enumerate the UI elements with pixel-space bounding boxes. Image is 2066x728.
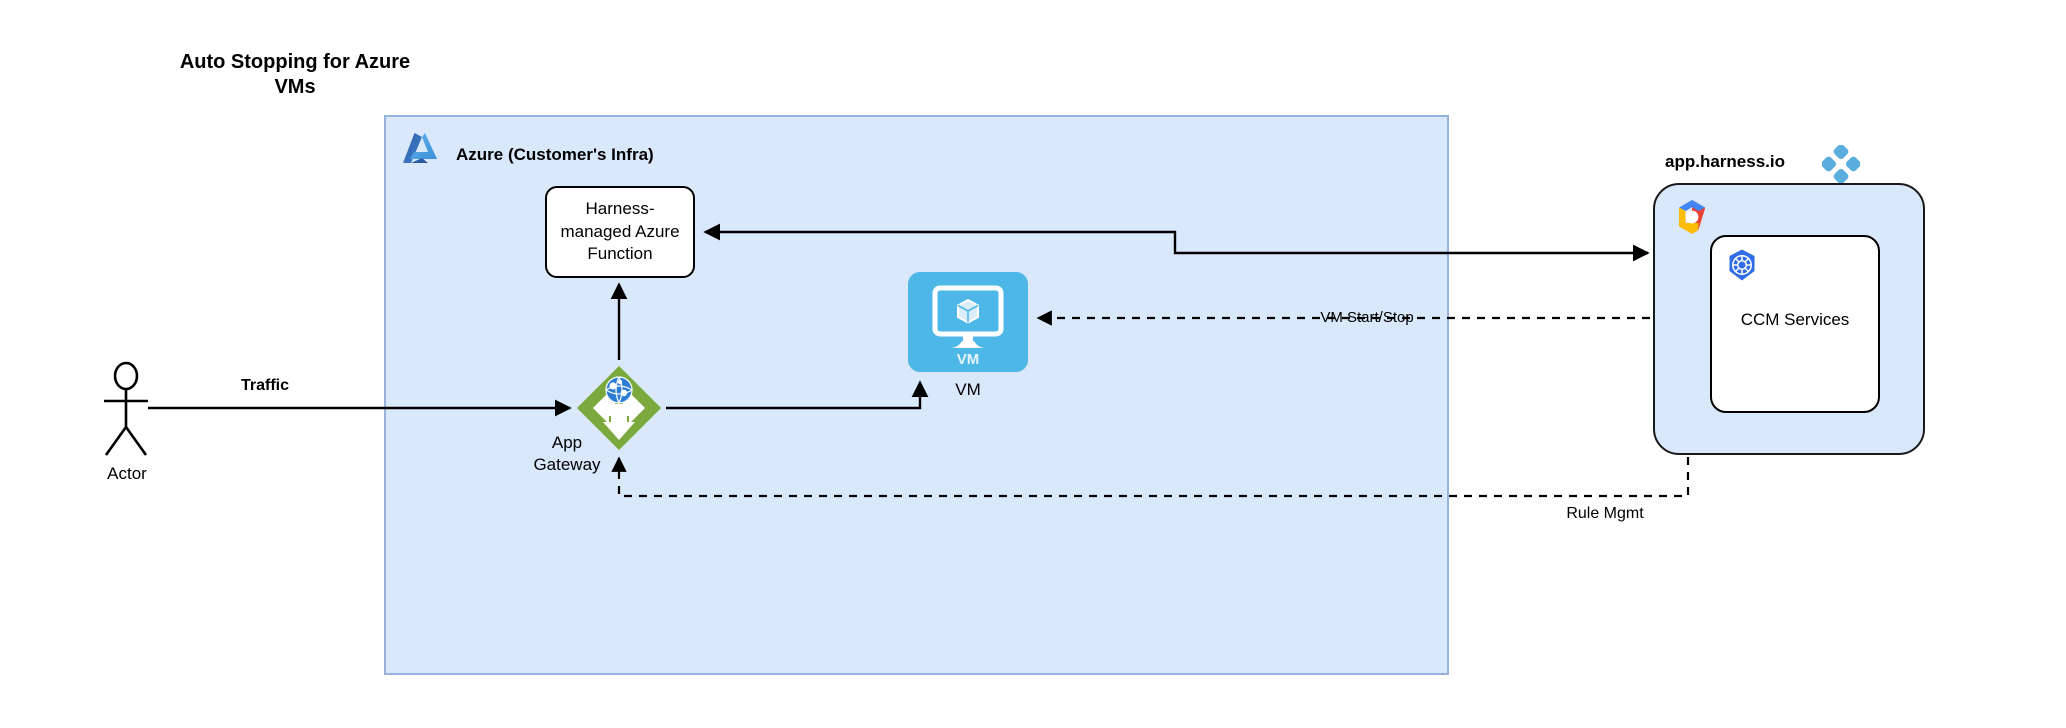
vm-start-stop-edge-label: VM Start/Stop	[1300, 308, 1434, 327]
function-label-line-1: Harness-	[585, 199, 655, 219]
harness-cloud-label: app.harness.io	[1665, 152, 1785, 171]
app-gateway-node-icon[interactable]	[575, 364, 663, 452]
page-title: Auto Stopping for Azure VMs	[140, 50, 450, 100]
page-title-line-1: Auto Stopping for Azure	[179, 51, 411, 73]
vm-node-icon[interactable]: VM	[908, 272, 1028, 372]
harness-managed-azure-function-node[interactable]: Harness- managed Azure Function	[545, 186, 695, 278]
kubernetes-icon	[1725, 248, 1759, 282]
harness-diamond-logo-icon	[1821, 144, 1861, 184]
ccm-services-label: CCM Services	[1740, 310, 1850, 329]
app-gateway-node-caption: App Gateway	[507, 432, 627, 476]
function-label-line-3: Function	[587, 244, 653, 264]
gateway-caption-line-2: Gateway	[533, 455, 601, 475]
actor-caption: Actor	[107, 464, 147, 483]
actor-stick-figure-icon	[96, 360, 156, 458]
rule-mgmt-edge-label: Rule Mgmt	[1566, 505, 1644, 522]
function-label-line-2: managed Azure	[560, 221, 680, 241]
vm-icon-inner-label: VM	[957, 351, 980, 368]
azure-boundary-label: Azure (Customer's Infra)	[456, 145, 654, 164]
vm-node-caption: VM	[955, 380, 981, 399]
gateway-caption-line-1: App	[551, 433, 583, 452]
page-title-line-2: VMs	[274, 76, 316, 98]
azure-logo-icon	[398, 128, 442, 172]
gcp-hexagon-icon	[1672, 198, 1712, 236]
traffic-edge-label: Traffic	[240, 377, 289, 394]
